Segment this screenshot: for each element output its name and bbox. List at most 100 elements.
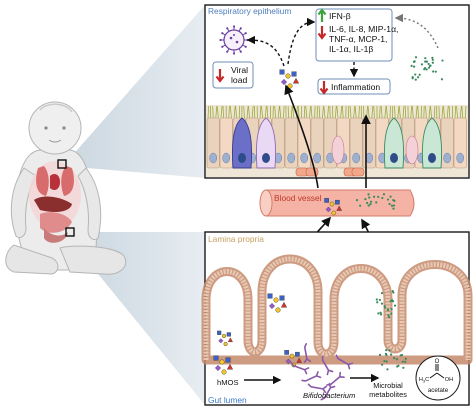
viral-load-line-2: load	[231, 75, 247, 85]
ifn-beta-label: IFN-β	[329, 11, 351, 21]
metabolite-dot-icon	[410, 64, 413, 67]
metabolite-dot-icon	[381, 196, 384, 200]
hmos-circle-icon	[289, 353, 295, 359]
lung-zoom-marker	[57, 159, 67, 169]
metabolite-dot-icon	[417, 76, 420, 79]
metabolite-dots-respiratory	[410, 56, 444, 81]
hmos-circle-icon	[285, 73, 291, 79]
metabolite-dot-icon	[355, 198, 359, 202]
metabolite-dot-icon	[366, 201, 369, 205]
acetate-oh: OH	[445, 377, 453, 383]
goblet-cell	[231, 117, 253, 169]
metabolite-dot-icon	[393, 356, 396, 360]
metabolite-dot-icon	[427, 62, 430, 66]
metabolite-dot-icon	[385, 360, 388, 363]
viral-load-line-1: Viral	[231, 65, 248, 75]
down-arrow-icon	[215, 69, 225, 83]
hmos-circle-icon	[331, 210, 337, 216]
metabolite-dot-icon	[429, 64, 432, 67]
hmos-circle-icon	[221, 333, 227, 339]
virus-particle-icon	[219, 25, 249, 55]
immune-cell	[405, 135, 419, 165]
gut-zoom-marker	[65, 227, 75, 237]
acetate-molecule-icon: O H3C OH acetate	[415, 355, 461, 401]
immune-cell	[331, 135, 345, 165]
hmos-square-icon	[279, 69, 285, 75]
metabolite-dot-icon	[441, 59, 444, 62]
down-arrow-icon	[319, 81, 329, 95]
metabolite-dot-icon	[404, 360, 407, 363]
metabolite-dot-icon	[391, 300, 395, 303]
metabolites-to-ifn-arrow	[394, 13, 439, 49]
hmos-circle-icon	[221, 369, 227, 375]
hmos-square-icon	[226, 332, 231, 337]
metabolite-dot-icon	[427, 66, 431, 69]
hmos-diamond-icon	[214, 364, 222, 372]
metabolite-dot-icon	[404, 357, 407, 360]
metabolite-dot-icon	[359, 204, 362, 207]
gut-panel: Lamina propria hMOS Bifidobacterium Micr…	[201, 231, 473, 406]
metabolite-dot-icon	[367, 204, 370, 207]
down-arrow-icon	[317, 26, 327, 40]
gut-lumen-label: Gut lumen	[208, 395, 247, 405]
metabolite-dot-icon	[376, 301, 379, 304]
metabolite-dot-icon	[432, 70, 435, 73]
hmos-diamond-icon	[325, 206, 332, 213]
metabolite-dot-icon	[392, 291, 395, 294]
respiratory-panel: Respiratory epithelium Viral load IFN-β …	[204, 4, 470, 179]
metabolite-dot-icon	[369, 200, 373, 203]
metabolite-dot-icon	[386, 368, 389, 371]
metabolite-dot-icon	[368, 196, 371, 199]
metabolites-label-2: metabolites	[369, 390, 407, 399]
hmos-square-icon	[279, 295, 285, 301]
hmos-circle-icon	[219, 359, 225, 365]
hmos-square-icon	[335, 199, 340, 205]
bacterium-rod-icon	[301, 371, 322, 382]
metabolite-dot-icon	[377, 312, 380, 315]
lamina-propria-label: Lamina propria	[208, 234, 264, 244]
bacterium-rod-icon	[320, 382, 336, 401]
secretory-cell	[383, 117, 405, 169]
metabolite-dot-icon	[386, 198, 390, 201]
metabolite-dot-icon	[431, 58, 434, 61]
bacterium-rod-icon	[303, 343, 312, 364]
hmos-to-cytokines-arrow	[287, 17, 316, 65]
hmos-diamond-icon	[268, 302, 276, 310]
hmos-diamond-icon	[280, 78, 288, 86]
metabolite-dot-icon	[401, 360, 404, 363]
acetate-label: acetate	[428, 387, 449, 394]
metabolite-dot-icon	[393, 304, 397, 307]
infant-illustration	[5, 101, 127, 275]
metabolite-dot-icon	[377, 195, 380, 199]
epithelial-cells	[206, 117, 467, 177]
metabolite-dot-icon	[373, 195, 376, 198]
hmos-square-icon	[225, 357, 231, 363]
metabolite-dot-icon	[367, 193, 370, 196]
metabolite-dot-icon	[375, 298, 378, 301]
hmos-square-icon	[295, 351, 300, 357]
bifidobacterium-label: Bifidobacterium	[303, 391, 355, 400]
acetate-c: C	[425, 377, 429, 383]
metabolite-dot-icon	[389, 300, 392, 303]
metabolite-dot-icon	[423, 68, 426, 71]
acetate-o: O	[435, 359, 440, 365]
metabolite-dot-icon	[424, 57, 427, 60]
hmos-triangle-icon	[336, 205, 343, 211]
metabolite-dot-icon	[383, 359, 386, 363]
metabolite-dot-icon	[431, 56, 434, 59]
hmos-square-icon	[284, 350, 289, 355]
metabolite-dot-icon	[390, 308, 393, 311]
metabolite-dot-icon	[364, 198, 367, 201]
metabolite-dot-icon	[434, 70, 437, 73]
metabolite-dot-icon	[414, 78, 417, 81]
metabolite-dot-icon	[388, 202, 391, 206]
metabolite-dot-icon	[393, 199, 396, 202]
respiratory-title: Respiratory epithelium	[208, 6, 291, 16]
hmos-triangle-icon	[296, 357, 303, 363]
metabolite-dot-icon	[411, 77, 414, 80]
hmos-triangle-icon	[227, 337, 233, 343]
metabolites-in-vessel	[355, 193, 396, 210]
metabolite-dot-icon	[383, 305, 386, 308]
bacterium-rod-icon	[335, 354, 354, 370]
